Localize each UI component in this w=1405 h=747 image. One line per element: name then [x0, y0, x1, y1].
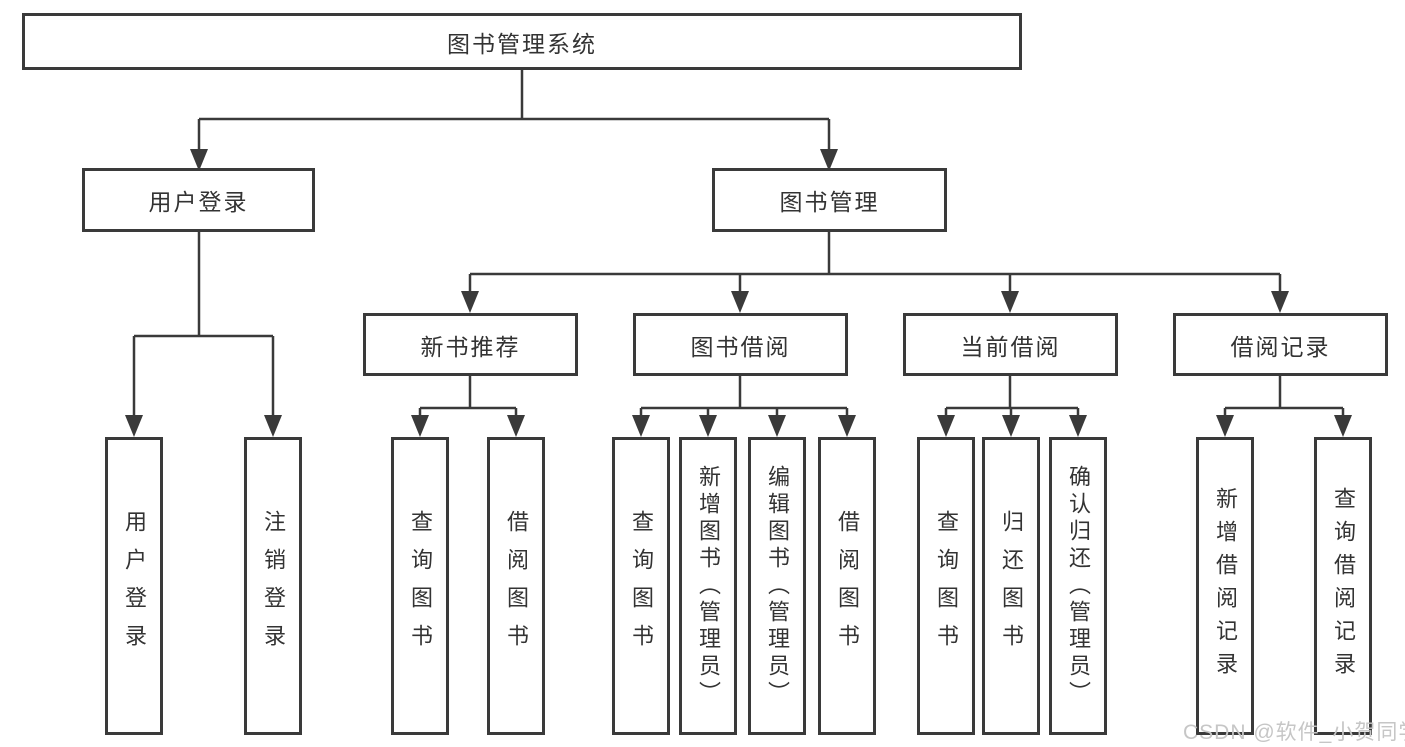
node-label: 用户登录 — [122, 510, 147, 662]
node-label: 归还图书 — [999, 510, 1024, 662]
node-borrow-record: 借阅记录 — [1173, 313, 1388, 376]
arrowhead-icon — [461, 291, 479, 313]
node-current-borrow: 当前借阅 — [903, 313, 1118, 376]
node-leaf-user-login: 用户登录 — [105, 437, 163, 735]
node-label: 借阅图书 — [504, 510, 529, 662]
connector-borrow-record-children — [1216, 376, 1352, 437]
node-leaf-query-book-2: 查询图书 — [612, 437, 670, 735]
node-book-borrow: 图书借阅 — [633, 313, 848, 376]
csdn-watermark: CSDN @软件_小贺同学 — [1183, 721, 1405, 744]
connector-root-to-level2 — [190, 70, 838, 171]
arrowhead-icon — [768, 415, 786, 437]
node-label: 新增图书（管理员） — [696, 464, 721, 708]
connector-new-book-children — [411, 376, 525, 437]
arrowhead-icon — [264, 415, 282, 437]
node-label: 注销登录 — [261, 510, 286, 662]
node-leaf-add-book-admin: 新增图书（管理员） — [679, 437, 737, 735]
arrowhead-icon — [411, 415, 429, 437]
node-new-book-recommend: 新书推荐 — [363, 313, 578, 376]
connector-user-login-children — [125, 232, 282, 437]
node-label: 查询图书 — [629, 510, 654, 662]
connector-current-borrow-children — [937, 376, 1087, 437]
arrowhead-icon — [838, 415, 856, 437]
arrowhead-icon — [1001, 291, 1019, 313]
node-leaf-edit-book-admin: 编辑图书（管理员） — [748, 437, 806, 735]
arrowhead-icon — [190, 149, 208, 171]
arrowhead-icon — [1069, 415, 1087, 437]
arrowhead-icon — [820, 149, 838, 171]
node-leaf-add-borrow-record: 新增借阅记录 — [1196, 437, 1254, 735]
node-label: 查询借阅记录 — [1331, 487, 1356, 685]
node-library-management-system: 图书管理系统 — [22, 13, 1022, 70]
arrowhead-icon — [1271, 291, 1289, 313]
node-label: 查询图书 — [408, 510, 433, 662]
arrowhead-icon — [731, 291, 749, 313]
node-book-management: 图书管理 — [712, 168, 947, 232]
arrowhead-icon — [507, 415, 525, 437]
arrowhead-icon — [632, 415, 650, 437]
node-label: 新增借阅记录 — [1213, 487, 1238, 685]
node-leaf-return-book: 归还图书 — [982, 437, 1040, 735]
arrowhead-icon — [1334, 415, 1352, 437]
node-leaf-borrow-book-2: 借阅图书 — [818, 437, 876, 735]
node-user-login: 用户登录 — [82, 168, 315, 232]
connector-book-borrow-children — [632, 376, 856, 437]
node-leaf-borrow-book-1: 借阅图书 — [487, 437, 545, 735]
arrowhead-icon — [937, 415, 955, 437]
node-label: 查询图书 — [934, 510, 959, 662]
node-label: 确认归还（管理员） — [1066, 464, 1091, 708]
arrowhead-icon — [699, 415, 717, 437]
arrowhead-icon — [1216, 415, 1234, 437]
node-label: 借阅图书 — [835, 510, 860, 662]
node-leaf-logout: 注销登录 — [244, 437, 302, 735]
node-leaf-confirm-return-admin: 确认归还（管理员） — [1049, 437, 1107, 735]
arrowhead-icon — [125, 415, 143, 437]
arrowhead-icon — [1002, 415, 1020, 437]
node-label: 编辑图书（管理员） — [765, 464, 790, 708]
node-leaf-query-book-3: 查询图书 — [917, 437, 975, 735]
connector-book-mgmt-children — [461, 232, 1289, 313]
node-leaf-query-book-1: 查询图书 — [391, 437, 449, 735]
node-leaf-query-borrow-record: 查询借阅记录 — [1314, 437, 1372, 735]
